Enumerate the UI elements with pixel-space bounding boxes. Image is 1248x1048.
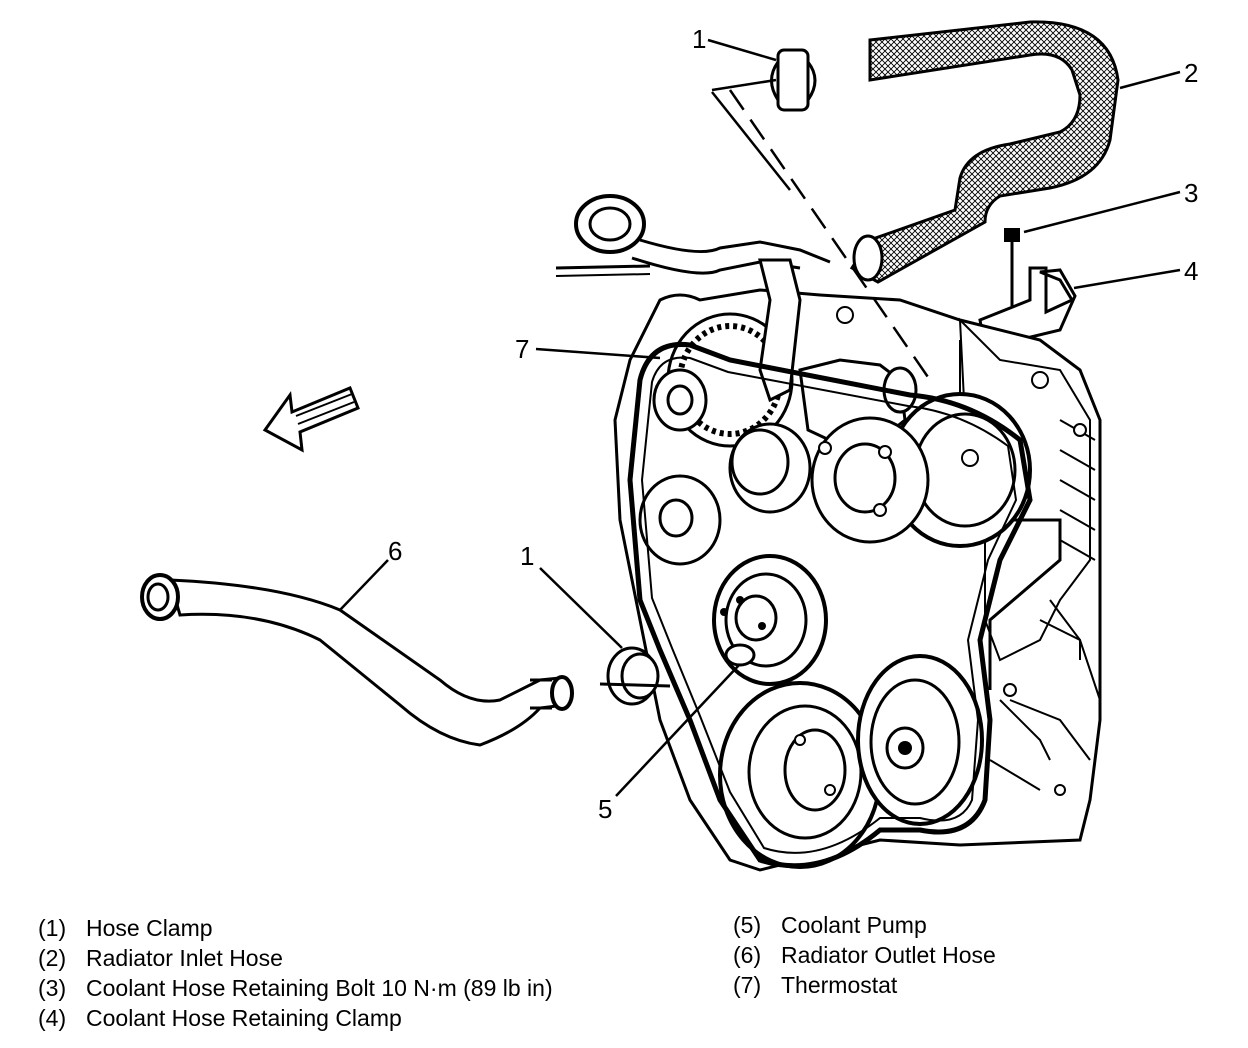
legend-item-retaining-bolt: (3) Coolant Hose Retaining Bolt 10 N·m (8… xyxy=(38,973,553,1003)
legend-item-coolant-pump: (5) Coolant Pump xyxy=(733,910,996,940)
radiator-inlet-hose xyxy=(849,20,1120,284)
crankshaft-pulley xyxy=(718,681,882,869)
idler-pulley xyxy=(728,422,812,514)
coolant-pump xyxy=(712,554,828,686)
legend-item-radiator-inlet-hose: (2) Radiator Inlet Hose xyxy=(38,943,553,973)
legend-label: Thermostat xyxy=(781,972,898,998)
leader-lines xyxy=(339,38,1181,797)
legend-label: Coolant Pump xyxy=(781,912,927,938)
callout-3: 3 xyxy=(1184,178,1198,208)
legend-label: Radiator Outlet Hose xyxy=(781,942,996,968)
legend-label: Coolant Hose Retaining Clamp xyxy=(86,1005,402,1031)
callout-5: 5 xyxy=(598,794,612,824)
legend-num: (1) xyxy=(38,915,67,941)
legend-right: (5)Coolant Pump (6)Radiator Outlet Hose … xyxy=(733,910,996,1000)
hose-clamp-top xyxy=(770,48,817,112)
legend-label: Coolant Hose Retaining Bolt 10 N·m (89 l… xyxy=(86,975,553,1001)
tensioner-pulley xyxy=(638,474,722,566)
radiator-outlet-hose xyxy=(140,573,574,747)
power-steering-pulley xyxy=(810,392,1032,548)
callout-2: 2 xyxy=(1184,58,1198,88)
callout-7: 7 xyxy=(515,334,529,364)
serpentine-belt xyxy=(627,341,1033,869)
callout-4: 4 xyxy=(1184,256,1198,286)
legend-num: (6) xyxy=(733,942,762,968)
callout-6: 6 xyxy=(388,536,402,566)
legend-num: (3) xyxy=(38,975,67,1001)
callout-numbers: 1 2 3 4 7 6 1 5 xyxy=(388,24,1198,824)
legend-num: (5) xyxy=(733,912,762,938)
alternator xyxy=(652,258,802,448)
legend-item-radiator-outlet-hose: (6) Radiator Outlet Hose xyxy=(733,940,996,970)
callout-1-top: 1 xyxy=(692,24,706,54)
legend-item-thermostat: (7) Thermostat xyxy=(733,970,996,1000)
retaining-clamp xyxy=(978,266,1077,350)
legend-num: (7) xyxy=(733,972,762,998)
callout-1-lower: 1 xyxy=(520,541,534,571)
legend-item-hose-clamp: (1) Hose Clamp xyxy=(38,913,553,943)
filler-tube xyxy=(555,194,831,277)
legend-label: Radiator Inlet Hose xyxy=(86,945,283,971)
legend-label: Hose Clamp xyxy=(86,915,213,941)
hose-clamp-lower xyxy=(599,646,671,706)
legend-left: (1) Hose Clamp (2) Radiator Inlet Hose (3)… xyxy=(38,913,553,1033)
ac-compressor-pulley xyxy=(856,654,984,826)
legend-item-retaining-clamp: (4) Coolant Hose Retaining Clamp xyxy=(38,1003,553,1033)
front-direction-arrow-icon xyxy=(262,386,360,453)
legend-num: (4) xyxy=(38,1005,67,1031)
legend-num: (2) xyxy=(38,945,67,971)
